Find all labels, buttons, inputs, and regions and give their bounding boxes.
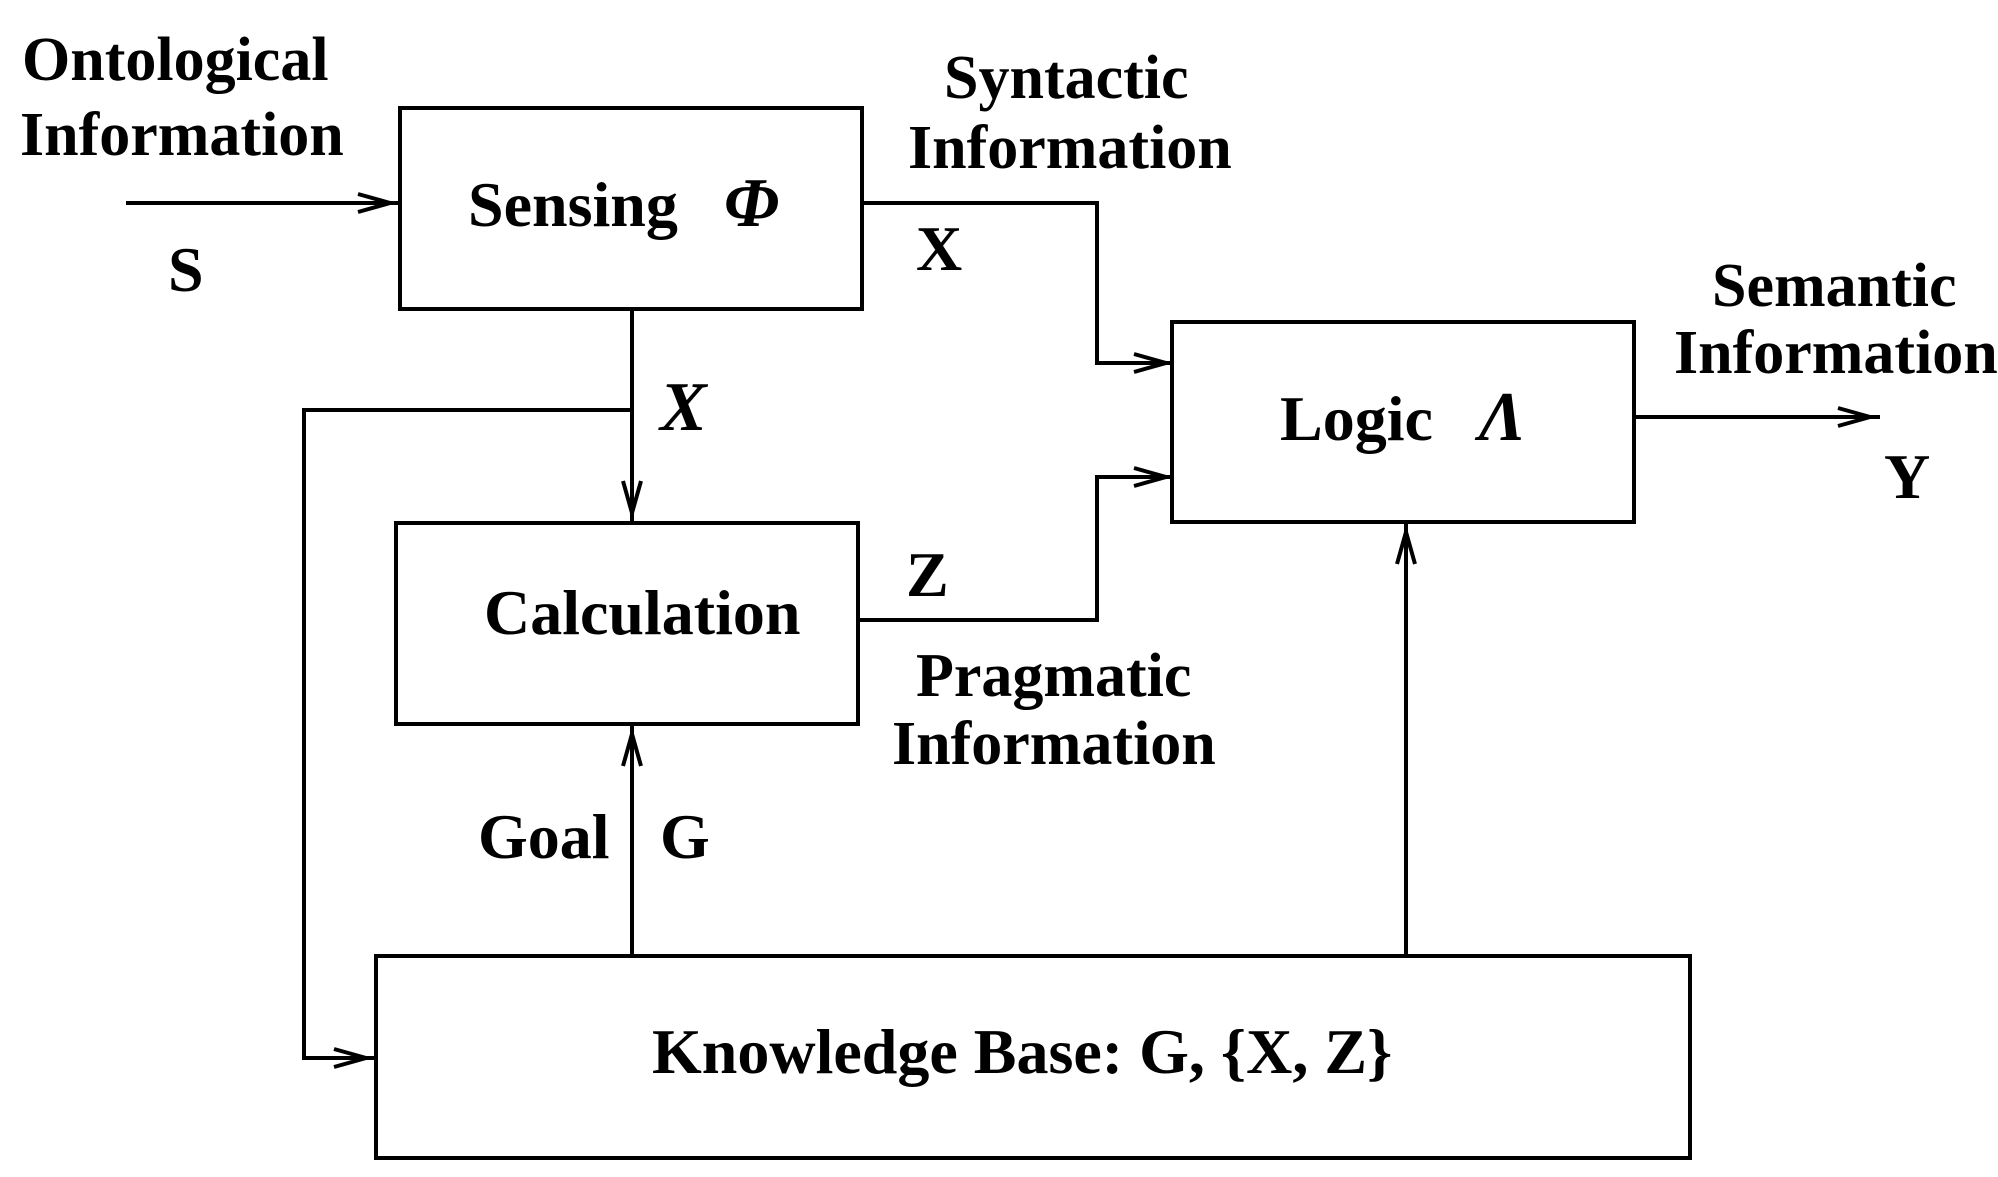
sensing-to-calc-var: X	[658, 369, 709, 446]
logic-label: Logic	[1280, 383, 1433, 454]
calculation-block: Calculation	[394, 521, 860, 726]
calculation-label: Calculation	[484, 577, 800, 648]
ontological-label-line1: Ontological	[22, 26, 329, 94]
goal-arrow	[621, 724, 643, 956]
svg-text:Sensing Φ: Sensing Φ	[468, 165, 779, 242]
sensing-symbol: Φ	[724, 165, 779, 242]
semantic-var: Y	[1884, 441, 1930, 512]
syntactic-var: X	[916, 213, 962, 284]
semantic-label-line1: Semantic	[1712, 252, 1957, 320]
knowledge-base-block: Knowledge Base: G, {X, Z}	[374, 954, 1692, 1160]
logic-block: Logic Λ	[1170, 320, 1636, 524]
feedback-to-knowledge-base-arrow	[302, 408, 632, 1069]
pragmatic-var: Z	[906, 539, 949, 610]
ontological-input-arrow	[126, 192, 400, 214]
ontological-var: S	[168, 234, 204, 305]
ontological-label-line2: Information	[20, 101, 344, 169]
logic-symbol: Λ	[1474, 379, 1526, 456]
syntactic-arrow	[862, 201, 1174, 374]
sensing-block: Sensing Φ	[398, 106, 864, 311]
goal-label: Goal	[478, 801, 610, 872]
syntactic-label-line1: Syntactic	[944, 44, 1189, 112]
pragmatic-label-line1: Pragmatic	[916, 642, 1191, 710]
pragmatic-arrow	[858, 466, 1174, 622]
sensing-to-calculation-arrow	[621, 309, 643, 523]
semantic-output-arrow	[1634, 406, 1880, 428]
knowledge-base-label: Knowledge Base: G, {X, Z}	[652, 1016, 1392, 1087]
svg-text:Logic Λ: Logic Λ	[1280, 379, 1526, 456]
pragmatic-label-line2: Information	[892, 710, 1216, 778]
knowledge-to-logic-arrow	[1395, 522, 1417, 956]
semantic-label-line2: Information	[1674, 319, 1998, 387]
syntactic-label-line2: Information	[908, 114, 1232, 182]
goal-var: G	[660, 801, 710, 872]
sensing-label: Sensing	[468, 169, 678, 240]
